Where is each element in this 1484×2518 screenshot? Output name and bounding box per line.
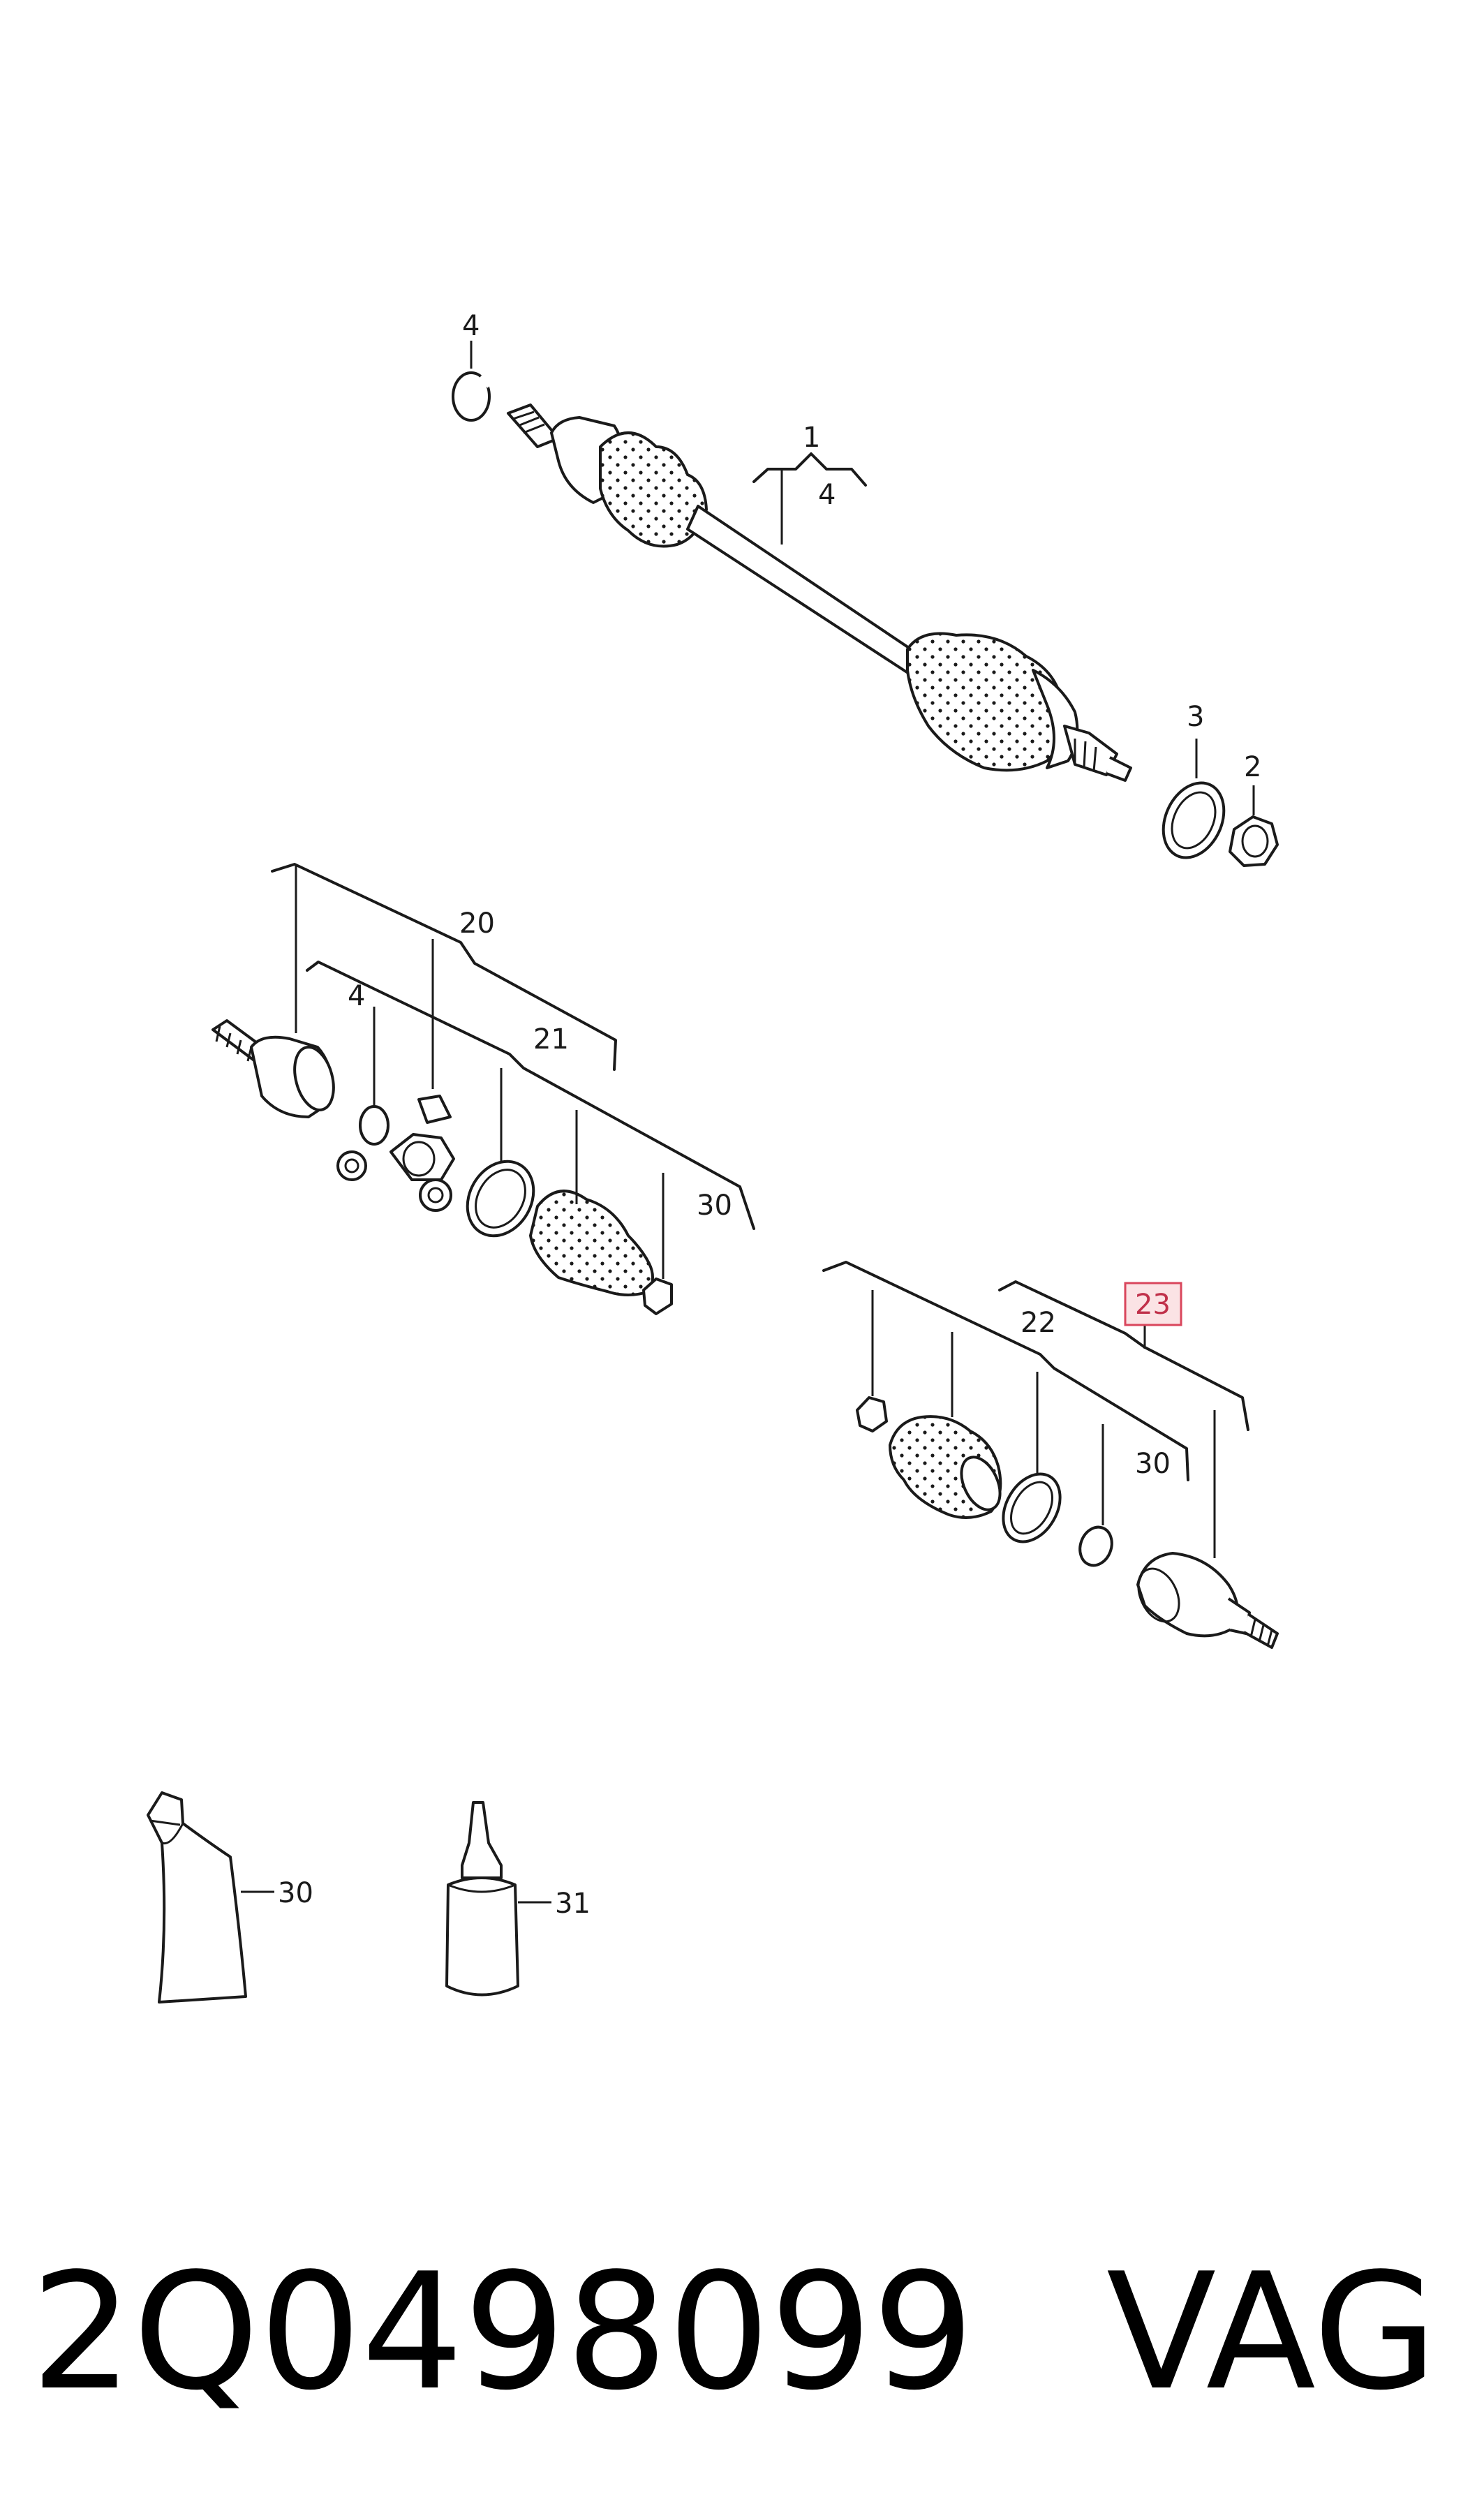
label-shaft-clip: 4 — [462, 310, 480, 342]
label-outer-joint-kit[interactable]: 23 — [1135, 1289, 1171, 1321]
label-sealant-bottle: 31 — [555, 1888, 591, 1920]
label-inner-joint-kit: 20 — [459, 908, 495, 940]
label-inner-grease: 30 — [697, 1190, 732, 1222]
label-grease-tube: 30 — [278, 1877, 313, 1909]
washer — [1162, 781, 1226, 859]
label-outer-grease: 30 — [1135, 1448, 1171, 1480]
brand-name: VAG — [1106, 2239, 1437, 2426]
part-number: 2Q0498099 — [31, 2239, 974, 2426]
label-washer: 3 — [1187, 701, 1204, 733]
hub-nut — [1229, 815, 1279, 867]
highlight-outer-joint-kit[interactable]: 23 — [1124, 1282, 1182, 1326]
outer-joint-kit — [822, 1261, 1279, 1649]
label-nut: 2 — [1244, 751, 1261, 783]
label-outer-boot-kit: 22 — [1021, 1307, 1056, 1339]
sealant-bottle — [445, 1801, 551, 1997]
label-drive-shaft: 1 — [803, 422, 820, 454]
bracket-1 — [752, 452, 867, 487]
shaft-circlip — [452, 371, 493, 422]
drive-shaft-assembly — [452, 341, 1279, 867]
label-drive-shaft-sub: 4 — [818, 479, 836, 511]
shaft-tube — [686, 505, 923, 679]
label-inner-circlip: 4 — [348, 980, 365, 1012]
inner-joint-kit — [212, 863, 755, 1315]
grease-tube — [147, 1791, 274, 2004]
label-inner-boot-kit: 21 — [533, 1023, 569, 1056]
